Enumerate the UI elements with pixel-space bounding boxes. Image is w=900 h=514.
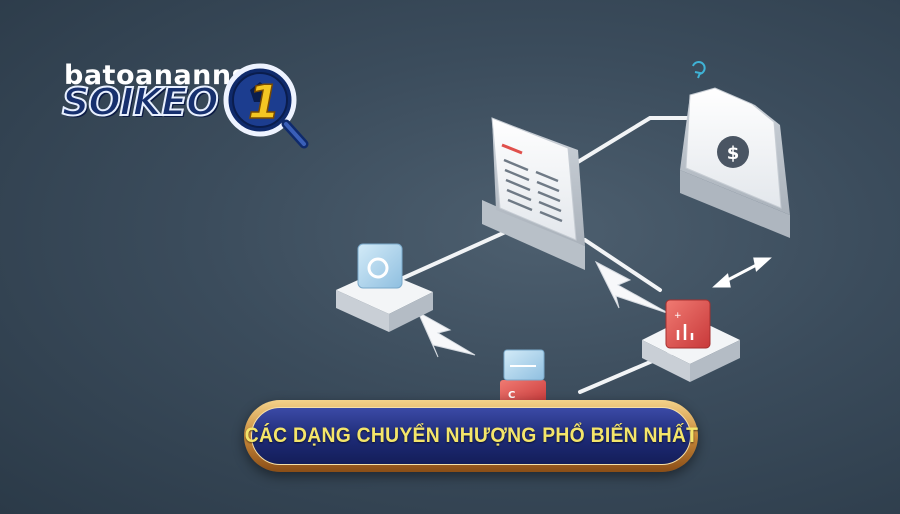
wallet-block: $ — [680, 87, 790, 238]
stacked-cubes: C — [500, 349, 546, 404]
bar-chart-icon — [676, 324, 694, 340]
document-lines-icon — [503, 158, 563, 223]
title-banner: CÁC DẠNG CHUYỂN NHƯỢNG PHỔ BIẾN NHẤT — [244, 400, 698, 472]
circle-tile — [336, 243, 433, 332]
flow-arrows — [416, 260, 671, 358]
ring-icon — [367, 257, 389, 279]
double-arrow-icon — [712, 257, 772, 288]
soccer-ball-magnifier-icon: 1 — [223, 63, 309, 149]
svg-text:+: + — [674, 311, 682, 321]
refresh-icon — [692, 61, 706, 79]
chart-tile: + — [642, 299, 740, 382]
dollar-symbol: $ — [727, 143, 740, 164]
arrow-down-right-icon — [416, 310, 476, 358]
dollar-coin-icon — [717, 136, 749, 168]
logo-wordmark: SOIKEO — [61, 79, 220, 125]
logo-number: 1 — [248, 75, 280, 129]
svg-text:C: C — [508, 390, 515, 401]
document-panel — [482, 117, 585, 270]
banner-title: CÁC DẠNG CHUYỂN NHƯỢNG PHỔ BIẾN NHẤT — [244, 424, 698, 447]
title-banner-inner: CÁC DẠNG CHUYỂN NHƯỢNG PHỔ BIẾN NHẤT — [244, 407, 698, 465]
soikeo-logo: batoanannsse SOIKEO 1 — [61, 58, 322, 150]
